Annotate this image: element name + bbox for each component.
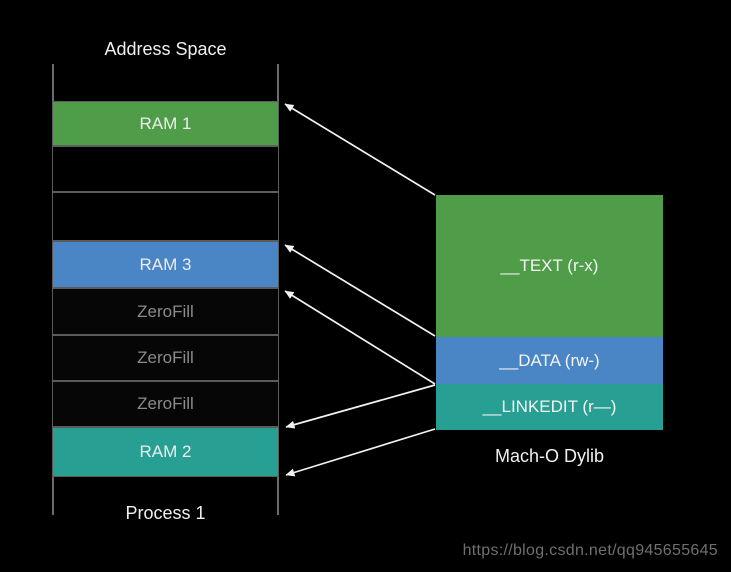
- dylib-segment-data: __DATA (rw-): [436, 337, 663, 384]
- address-row-ram3: RAM 3: [52, 241, 279, 288]
- arrow-data-linkedit-to-ram3-end: [284, 290, 436, 385]
- dylib-segment-text: __TEXT (r-x): [436, 195, 663, 337]
- address-row-empty-2: [52, 192, 279, 241]
- zerofill-label: ZeroFill: [137, 301, 194, 321]
- address-row-empty-1: [52, 146, 279, 192]
- arrow-text-data-boundary-to-ram3: [284, 244, 436, 337]
- address-space-title: Address Space: [104, 38, 227, 59]
- arrow-text-start-to-ram1: [284, 103, 436, 196]
- address-row-ram2: RAM 2: [52, 427, 279, 477]
- data-segment-label: __DATA (rw-): [499, 350, 600, 370]
- text-segment-label: __TEXT (r-x): [500, 256, 599, 275]
- address-row-zerofill-3: ZeroFill: [52, 381, 279, 427]
- ram2-label: RAM 2: [139, 442, 192, 461]
- arrow-linkedit-end-to-ram2-end: [285, 428, 436, 477]
- linkedit-segment-label: __LINKEDIT (r—): [482, 397, 617, 416]
- zerofill-label: ZeroFill: [137, 394, 194, 413]
- ram3-label: RAM 3: [139, 254, 192, 274]
- dylib-segment-linkedit: __LINKEDIT (r—): [436, 384, 663, 430]
- arrow-data-linkedit-to-ram2-top: [285, 384, 436, 429]
- address-row-ram1: RAM 1: [52, 101, 279, 146]
- zerofill-label: ZeroFill: [137, 348, 194, 367]
- process-label: Process 1: [125, 502, 206, 523]
- address-row-zerofill-2: ZeroFill: [52, 335, 279, 381]
- watermark-url: https://blog.csdn.net/qq945655645: [462, 542, 718, 559]
- ram1-label: RAM 1: [139, 113, 192, 133]
- dylib-title: Mach-O Dylib: [494, 445, 605, 466]
- address-row-zerofill-1: ZeroFill: [52, 288, 279, 335]
